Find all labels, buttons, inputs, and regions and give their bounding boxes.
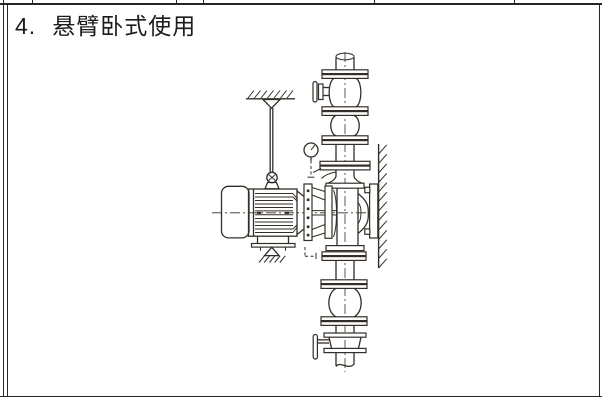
pump-flange-plate — [324, 185, 333, 239]
page-border-top — [0, 3, 602, 5]
table-remnant-tick — [514, 0, 516, 3]
suction-cover — [357, 192, 369, 235]
motor-floor-support — [250, 236, 296, 263]
section-title: 悬臂卧式使用 — [52, 13, 197, 39]
wall-mount-bracket — [364, 183, 379, 239]
valve-handle — [312, 333, 319, 360]
table-remnant-tick — [374, 0, 376, 3]
pressure-gauge — [303, 142, 337, 179]
ground-hatch — [258, 255, 286, 263]
table-remnant-tick — [203, 0, 205, 3]
page-border-left-outer — [3, 3, 5, 397]
pump-casing — [312, 182, 369, 252]
wall — [377, 144, 388, 269]
upper-expansion-joint — [330, 114, 360, 137]
section-heading: 4. 悬臂卧式使用 — [15, 13, 196, 39]
motor-fins — [255, 193, 298, 233]
pipe-flanges — [319, 69, 371, 327]
lifting-eye — [264, 171, 280, 190]
vertical-pipe-segments — [327, 52, 363, 368]
ceiling-support — [246, 90, 295, 110]
bottom-valve — [312, 332, 367, 360]
motor-flange-plate — [303, 183, 313, 242]
page-border-left-inner — [6, 3, 8, 397]
flange-bolts — [306, 189, 310, 237]
valve-handwheel — [312, 80, 318, 103]
top-gate-valve — [312, 77, 362, 108]
table-remnant-tick — [32, 0, 34, 3]
page-border-right — [598, 3, 600, 397]
pressure-tap-lower — [304, 247, 317, 259]
lower-expansion-joint — [328, 287, 362, 318]
motor — [220, 183, 333, 242]
table-remnant-tick — [3, 0, 5, 3]
page-border-bottom — [0, 395, 602, 398]
table-remnant-tick — [176, 0, 178, 3]
section-number: 4. — [15, 13, 37, 39]
ceiling-hatch — [247, 90, 294, 99]
hanger-rod — [269, 108, 274, 173]
wall-hatch — [378, 144, 388, 269]
